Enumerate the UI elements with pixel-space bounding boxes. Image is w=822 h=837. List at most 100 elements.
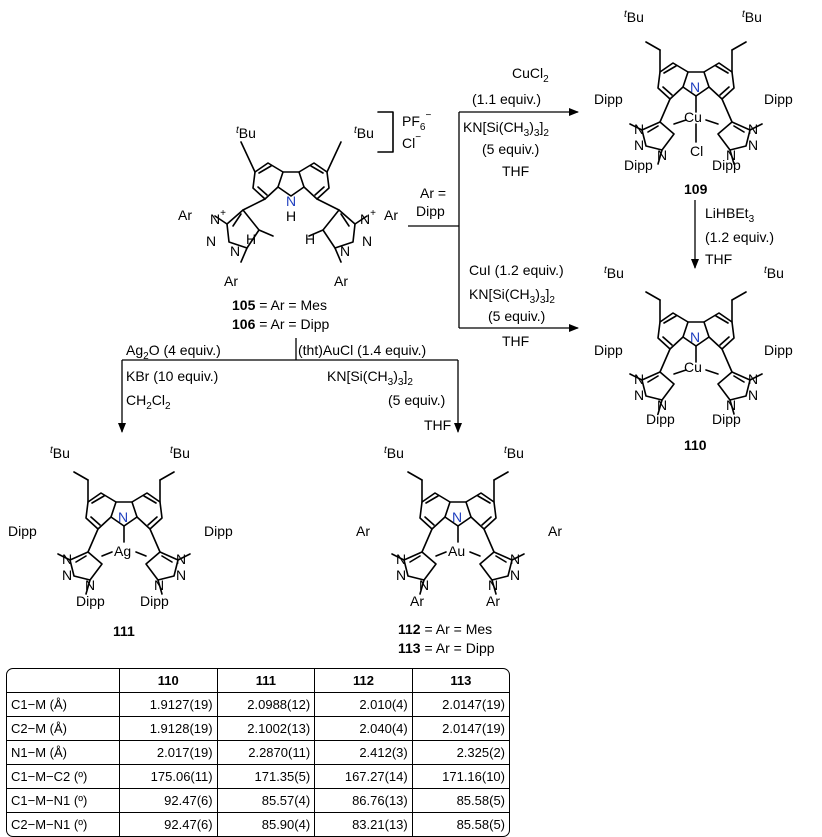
- dipp-label: Dipp: [624, 157, 653, 173]
- base-text: KN[Si(CH3)3]2: [327, 368, 413, 388]
- tbu-label: tBu: [354, 125, 374, 141]
- cucl2-equiv: (1.1 equiv.): [472, 91, 541, 107]
- ar-label: Ar: [334, 273, 348, 289]
- carbazole-n: N: [690, 329, 700, 345]
- tbu-label: tBu: [384, 445, 404, 461]
- dipp-label: Dipp: [8, 523, 37, 539]
- lihbet-reagent: LiHBEt3: [705, 205, 755, 225]
- row-label: C1−M−C2 (º): [7, 765, 120, 789]
- complex-110: [629, 291, 763, 415]
- table-cell: 2.1002(13): [217, 717, 316, 741]
- base-equiv: (5 equiv.): [482, 141, 539, 157]
- dipp-label: Dipp: [712, 411, 741, 427]
- table-row: C1−M−N1 (º) 92.47(6) 85.57(4) 86.76(13) …: [7, 789, 509, 813]
- carbazole-n: N: [690, 79, 700, 95]
- dipp-label: Dipp: [764, 342, 793, 358]
- n-label: N: [340, 243, 350, 259]
- row-label: C1−M (Å): [7, 693, 120, 717]
- table-cell: 1.9127(19): [120, 693, 218, 717]
- table-cell: 2.040(4): [315, 717, 413, 741]
- carbazole-nh-n: N: [286, 193, 296, 209]
- table-header-cell: [7, 669, 120, 693]
- table-cell: 92.47(6): [120, 789, 218, 813]
- ar-label: Ar: [224, 273, 238, 289]
- ag2o-reagent: Ag2O (4 equiv.): [126, 342, 221, 362]
- table-cell: 2.325(2): [412, 741, 509, 765]
- thf-text: THF: [502, 163, 529, 179]
- table-cell: 85.57(4): [217, 789, 316, 813]
- base-text: KN[Si(CH3)3]2: [463, 119, 549, 139]
- table-cell: 1.9128(19): [120, 717, 218, 741]
- carbazole-nh-h: H: [286, 208, 296, 224]
- base-text: KN[Si(CH3)3]2: [469, 286, 555, 306]
- tbu-label: tBu: [50, 445, 70, 461]
- table-cell: 2.0147(19): [412, 717, 509, 741]
- complex-112-113: [391, 471, 525, 595]
- tbu-label: tBu: [504, 445, 524, 461]
- ar-label: Ar: [178, 207, 192, 223]
- label-110: 110: [684, 437, 707, 453]
- dipp-label: Dipp: [204, 523, 233, 539]
- label-111: 111: [113, 623, 135, 639]
- table-cell: 2.2870(11): [217, 741, 316, 765]
- row-label: C2−M−N1 (º): [7, 813, 120, 836]
- kbr-text: KBr (10 equiv.): [126, 368, 218, 384]
- tbu-label: tBu: [742, 9, 762, 25]
- dipp-label: Dipp: [712, 157, 741, 173]
- cucl2-reagent: CuCl2: [512, 65, 549, 85]
- counterion-pf6: PF6−: [402, 110, 431, 133]
- metal-ag: Ag: [114, 543, 131, 559]
- ar-label: Ar: [384, 207, 398, 223]
- table-row: C2−M (Å) 1.9128(19) 2.1002(13) 2.040(4) …: [7, 717, 509, 741]
- row-label: C2−M (Å): [7, 717, 120, 741]
- ar-label: Ar: [410, 593, 424, 609]
- label-112: 112 = Ar = Mes: [398, 621, 492, 637]
- h-label: H: [305, 231, 315, 247]
- tbu-label: tBu: [236, 125, 256, 141]
- n-plus-label: N+: [210, 208, 226, 227]
- row-label: C1−M−N1 (º): [7, 789, 120, 813]
- table-cell: 85.58(5): [412, 789, 509, 813]
- n-plus-label: N+: [360, 208, 376, 227]
- table-cell: 167.27(14): [315, 765, 413, 789]
- carbazole-n: N: [452, 509, 462, 525]
- ar-dipp-text: Dipp: [416, 203, 445, 219]
- base-equiv: (5 equiv.): [488, 308, 545, 324]
- table-cell: 85.58(5): [456, 817, 505, 832]
- n-label: N: [230, 243, 240, 259]
- ar-label: Ar: [486, 593, 500, 609]
- table-cell: 2.412(3): [315, 741, 413, 765]
- table-cell: 175.06(11): [120, 765, 218, 789]
- ligand-105-106: [214, 141, 368, 263]
- label-105: 105 = Ar = Mes: [232, 297, 327, 313]
- table-cell: 171.35(5): [217, 765, 316, 789]
- charge-bracket: [377, 111, 394, 153]
- metal-cu: Cu: [684, 109, 702, 125]
- thf-text: THF: [424, 417, 451, 433]
- metal-cu: Cu: [684, 359, 702, 375]
- table-header-row: 110 111 112 113: [7, 669, 509, 693]
- label-113: 113 = Ar = Dipp: [398, 640, 495, 656]
- ar-label: Ar: [356, 523, 370, 539]
- table-cell: 2.0988(12): [217, 693, 316, 717]
- lihbet-equiv: (1.2 equiv.): [705, 229, 774, 245]
- table-cell: 2.0147(19): [412, 693, 509, 717]
- cui-reagent: CuI (1.2 equiv.): [469, 262, 564, 278]
- label-106: 106 = Ar = Dipp: [232, 316, 330, 332]
- base-equiv: (5 equiv.): [388, 392, 445, 408]
- n-label: N: [362, 233, 372, 249]
- thtaucl-reagent: (tht)AuCl (1.4 equiv.): [298, 342, 426, 358]
- table-row: N1−M (Å) 2.017(19) 2.2870(11) 2.412(3) 2…: [7, 741, 509, 765]
- chloride-ligand: Cl: [690, 143, 703, 159]
- label-109: 109: [684, 181, 708, 197]
- table-cell: 2.017(19): [120, 741, 218, 765]
- n-label: N: [206, 233, 216, 249]
- metal-au: Au: [448, 543, 465, 559]
- complex-111: [57, 471, 191, 595]
- ar-label: Ar: [548, 523, 562, 539]
- tbu-label: tBu: [170, 445, 190, 461]
- counterion-cl: Cl−: [402, 132, 421, 151]
- dipp-label: Dipp: [764, 91, 793, 107]
- table-cell: 85.90(4): [218, 813, 316, 836]
